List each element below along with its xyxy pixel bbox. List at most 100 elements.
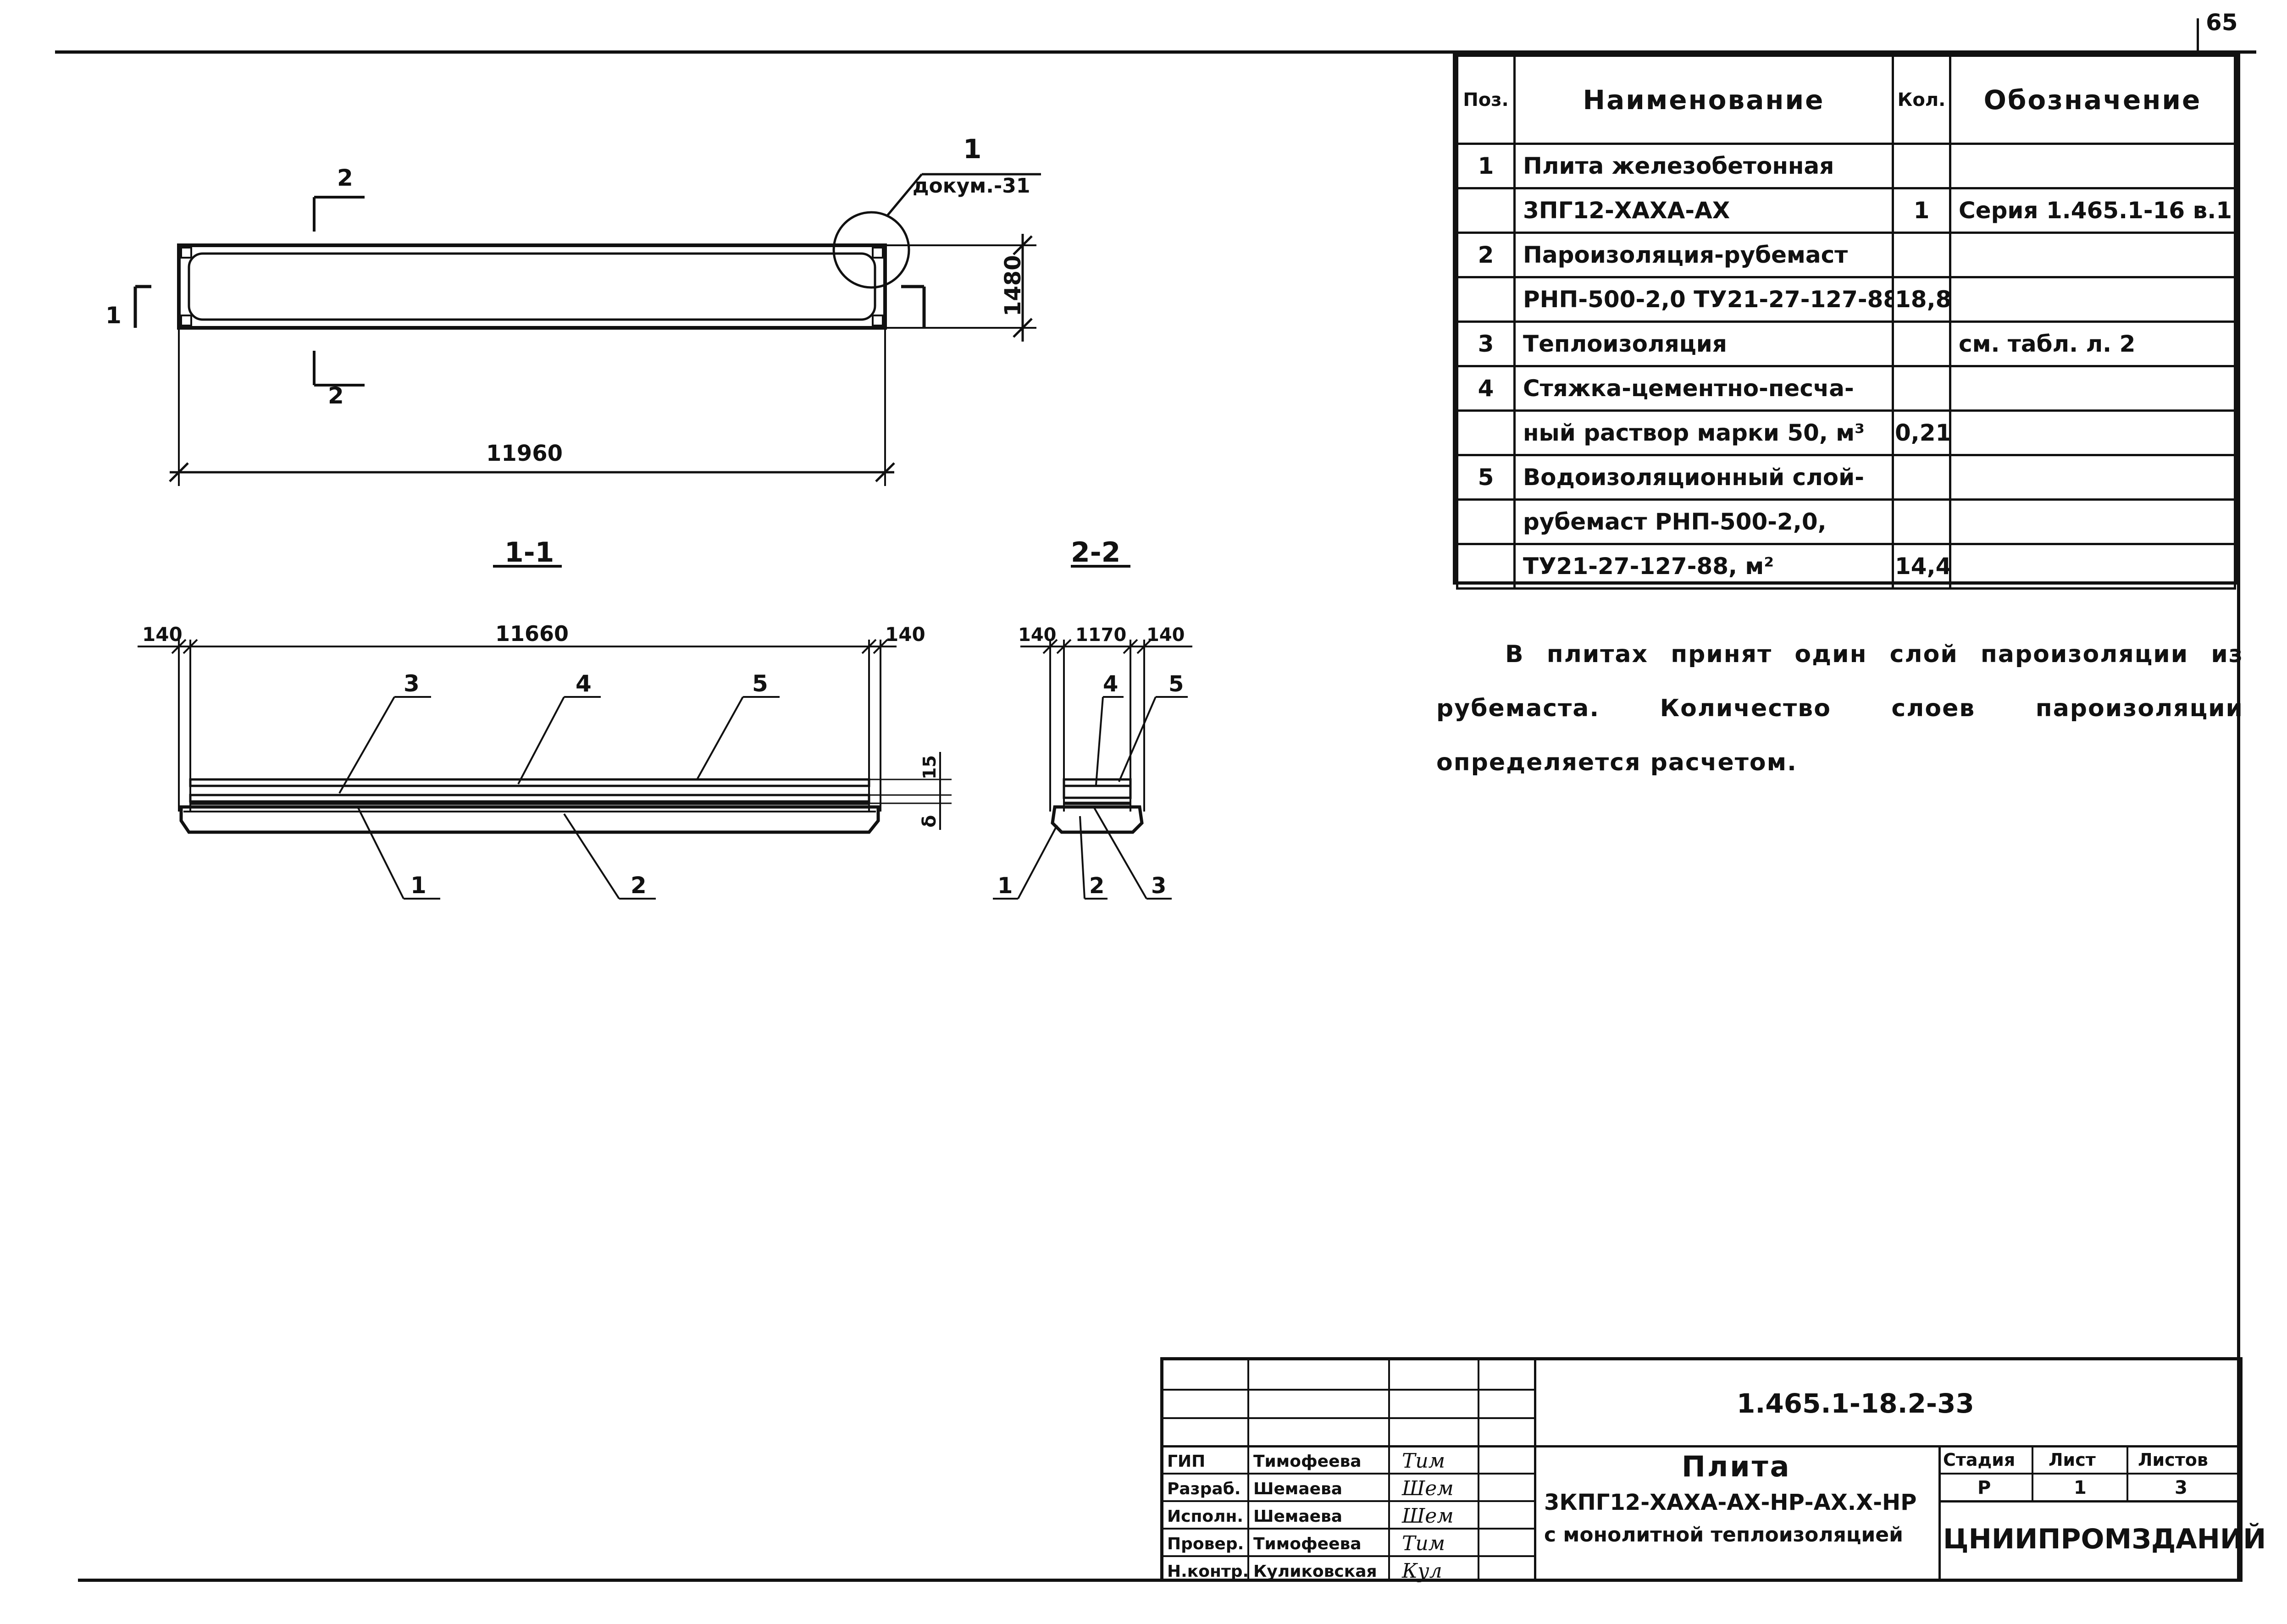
- section-mark-bottom: 2: [328, 382, 344, 409]
- section-1-1-label-4: 4: [576, 670, 592, 697]
- spec-header-qty: Кол.: [1892, 55, 1951, 145]
- section-1-1-label-5: 5: [752, 670, 768, 697]
- spec-cell-ref: [1949, 409, 2236, 456]
- spec-cell-qty: [1892, 498, 1951, 545]
- plan-view: [133, 173, 1041, 486]
- spec-cell-ref: [1949, 498, 2236, 545]
- spec-cell-name: Водоизоляционный слой-: [1513, 454, 1894, 501]
- spec-cell-qty: 1: [1892, 187, 1951, 234]
- signer-name: Куликовская: [1253, 1562, 1377, 1581]
- spec-cell-name: рубемаст РНП-500-2,0,: [1513, 498, 1894, 545]
- section-1-1-dim-15: 15: [919, 755, 940, 779]
- spec-cell-pos: [1456, 498, 1516, 545]
- section-1-1-label-1: 1: [410, 872, 426, 899]
- spec-cell-qty: [1892, 232, 1951, 278]
- title-block: 1.465.1-18.2-33 Плита 3КПГ12-ХАХА-АХ-НР-…: [1160, 1357, 2266, 1583]
- spec-cell-pos: [1456, 187, 1516, 234]
- title-line-1: Плита: [1682, 1450, 1791, 1483]
- spec-cell-pos: [1456, 409, 1516, 456]
- spec-header-ref: Обозначение: [1949, 55, 2236, 145]
- spec-cell-name: Плита железобетонная: [1513, 143, 1894, 189]
- signature: Кул: [1402, 1559, 1442, 1583]
- signer-role: ГИП: [1167, 1452, 1206, 1471]
- signature: Тим: [1402, 1532, 1445, 1555]
- spec-cell-qty: 0,21: [1892, 409, 1951, 456]
- sheet-header: Лист: [2049, 1450, 2096, 1470]
- section-1-1-dim-right: 140: [885, 623, 925, 646]
- spec-cell-pos: 4: [1456, 365, 1516, 412]
- section-2-2-label-1: 1: [997, 873, 1013, 899]
- spec-cell-qty: [1892, 365, 1951, 412]
- organization: ЦНИИПРОМЗДАНИЙ: [1943, 1523, 2266, 1555]
- callout-reference: докум.-31: [913, 174, 1030, 198]
- spec-cell-pos: [1456, 276, 1516, 323]
- spec-header-pos: Поз.: [1456, 55, 1516, 145]
- frame-top-line: [55, 50, 2256, 54]
- spec-cell-ref: [1949, 276, 2236, 323]
- signer-role: Н.контр.: [1167, 1562, 1249, 1581]
- sheets-value: 3: [2175, 1477, 2187, 1498]
- section-1-1-title: 1-1: [504, 536, 554, 569]
- spec-row: РНП-500-2,0 ТУ21-27-127-88, м²18,8: [1456, 276, 2236, 323]
- spec-cell-name: Стяжка-цементно-песча-: [1513, 365, 1894, 412]
- section-mark-top: 2: [337, 165, 353, 191]
- spec-cell-ref: [1949, 454, 2236, 501]
- section-1-1-dim-left: 140: [142, 623, 183, 646]
- section-2-2-label-5: 5: [1168, 671, 1184, 697]
- section-2-2-title: 2-2: [1071, 536, 1120, 569]
- spec-cell-qty: [1892, 320, 1951, 367]
- title-line-3: с монолитной теплоизоляцией: [1544, 1523, 1903, 1547]
- width-dimension: 1480: [1000, 255, 1026, 316]
- signature: Шем: [1402, 1477, 1454, 1500]
- document-code: 1.465.1-18.2-33: [1737, 1388, 1974, 1419]
- page-number: 65: [2206, 9, 2238, 36]
- section-2-2-label-4: 4: [1103, 671, 1118, 697]
- spec-cell-qty: [1892, 143, 1951, 189]
- section-mark-left: 1: [105, 302, 122, 329]
- section-2-2-dim-mid: 1170: [1075, 624, 1126, 646]
- note-paragraph: В плитах принят один слой пароизоляции и…: [1436, 641, 2243, 776]
- signer-role: Разраб.: [1167, 1480, 1241, 1498]
- spec-cell-pos: 3: [1456, 320, 1516, 367]
- page-number-tick: [2197, 18, 2199, 53]
- spec-cell-ref: см. табл. л. 2: [1949, 320, 2236, 367]
- section-1-1-dim-delta: δ: [919, 815, 940, 828]
- spec-cell-name: ТУ21-27-127-88, м²: [1513, 543, 1894, 590]
- spec-cell-ref: [1949, 543, 2236, 590]
- sheet-value: 1: [2074, 1477, 2087, 1498]
- section-1-1-dim-mid: 11660: [495, 621, 569, 646]
- section-1-1: [138, 565, 1130, 900]
- title-line-2: 3КПГ12-ХАХА-АХ-НР-АХ.Х-НР: [1544, 1490, 1917, 1515]
- spec-cell-name: ный раствор марки 50, м³: [1513, 409, 1894, 456]
- spec-cell-qty: 18,8: [1892, 276, 1951, 323]
- stage-value: Р: [1977, 1477, 1991, 1498]
- section-2-2-dim-left: 140: [1018, 624, 1057, 646]
- spec-row: рубемаст РНП-500-2,0,: [1456, 498, 2236, 545]
- section-2-2-label-2: 2: [1089, 873, 1104, 899]
- spec-cell-pos: [1456, 543, 1516, 590]
- drawings: 1 докум.-31 2 2 1 1480 11960 1-1 140 116…: [105, 133, 1192, 900]
- section-2-2: [993, 639, 1192, 900]
- signer-role: Исполн.: [1167, 1507, 1243, 1526]
- spec-cell-qty: [1892, 454, 1951, 501]
- stage-header: Стадия: [1943, 1450, 2016, 1470]
- spec-cell-qty: 14,4: [1892, 543, 1951, 590]
- spec-cell-name: 3ПГ12-ХАХА-АХ: [1513, 187, 1894, 234]
- spec-cell-ref: [1949, 143, 2236, 189]
- spec-cell-ref: [1949, 365, 2236, 412]
- spec-cell-ref: Серия 1.465.1-16 в.1: [1949, 187, 2236, 234]
- callout-number: 1: [963, 133, 981, 165]
- spec-cell-pos: 2: [1456, 232, 1516, 278]
- section-2-2-label-3: 3: [1151, 873, 1166, 899]
- signer-name: Шемаева: [1253, 1480, 1343, 1498]
- spec-cell-pos: 1: [1456, 143, 1516, 189]
